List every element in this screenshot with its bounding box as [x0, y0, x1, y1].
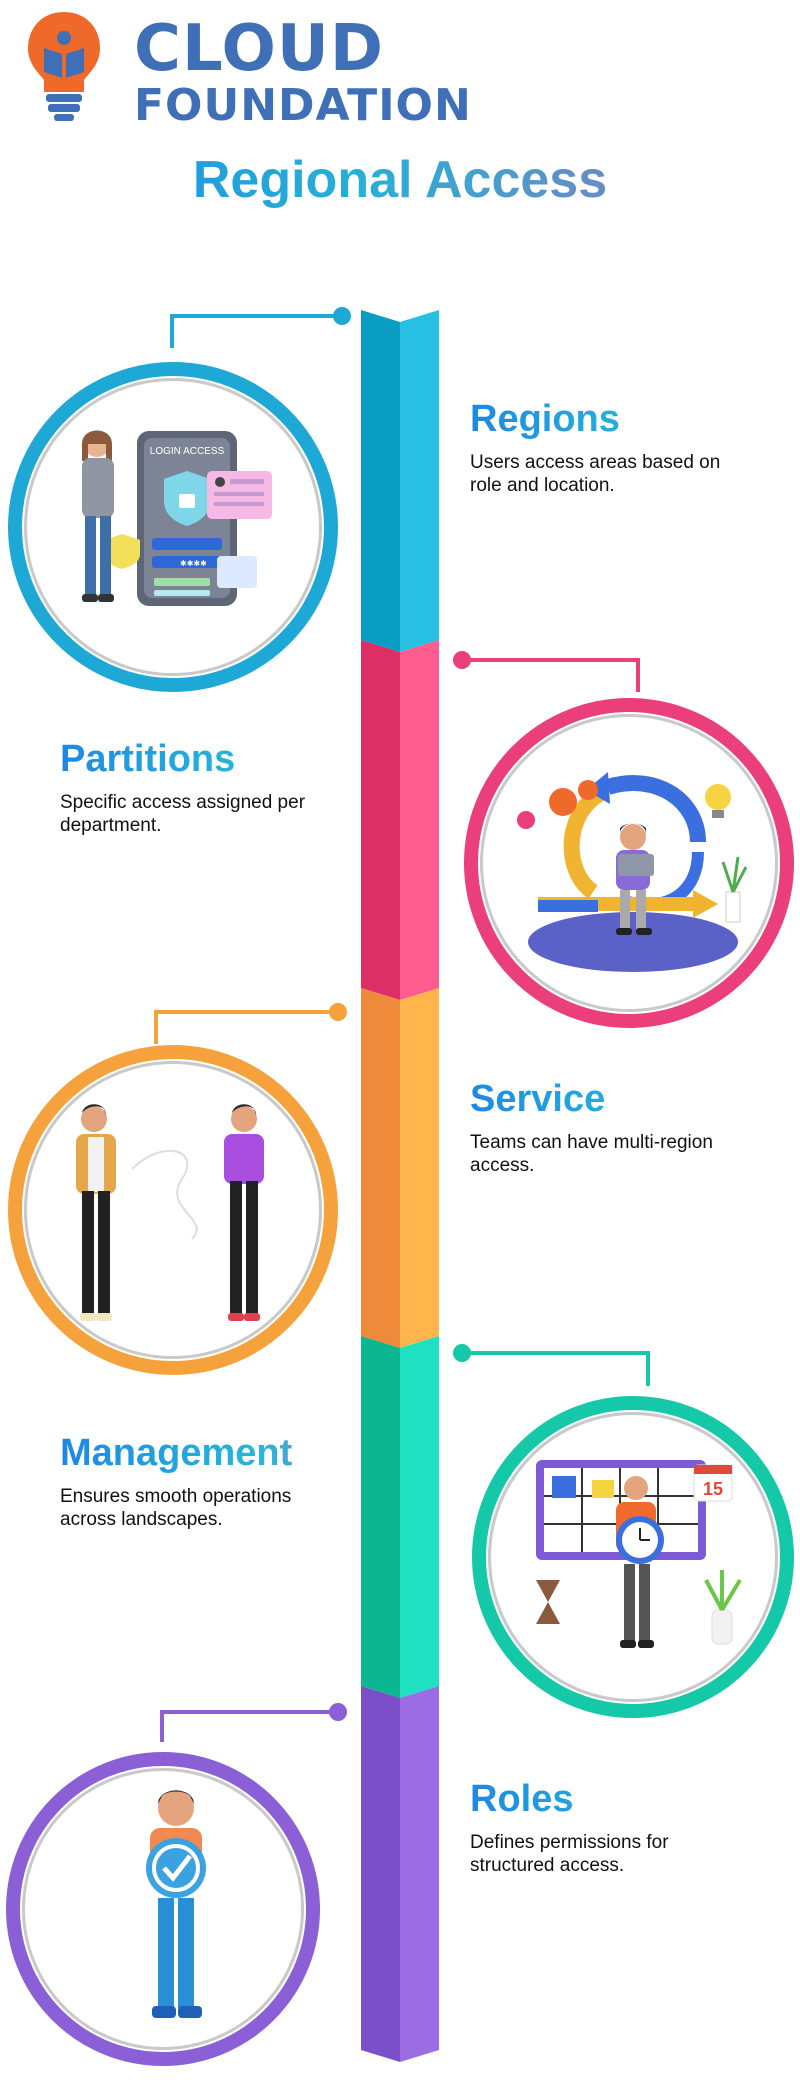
regions-description: Users access areas based on role and loc… — [470, 451, 770, 497]
management-description-line2: across landscapes. — [60, 1509, 223, 1530]
service-image-circle — [8, 1045, 338, 1375]
service-description-line2: access. — [470, 1155, 535, 1176]
collaboration-illustration — [76, 1104, 264, 1321]
login-card-label: LOGIN ACCESS — [150, 446, 225, 457]
lightbulb-book-icon — [28, 12, 100, 121]
partitions-image-circle — [464, 698, 794, 1028]
regions-heading: Regions — [470, 398, 770, 441]
logo: CLOUD FOUNDATION — [24, 8, 471, 131]
management-description: Ensures smooth operations across landsca… — [60, 1485, 390, 1531]
schedule-clock-illustration: 15 — [536, 1460, 742, 1648]
management-block: Management Ensures smooth operations acr… — [60, 1432, 390, 1531]
calendar-number: 15 — [703, 1479, 723, 1499]
service-description-line1: Teams can have multi-region — [470, 1132, 713, 1153]
password-mask: ✱✱✱✱ — [180, 559, 207, 568]
roles-description-line1: Defines permissions for — [470, 1832, 669, 1853]
roles-description: Defines permissions for structured acces… — [470, 1831, 770, 1877]
roles-heading: Roles — [470, 1778, 770, 1821]
timeline-pillar — [361, 310, 439, 2062]
logo-line2: FOUNDATION — [134, 80, 472, 131]
regions-description-line1: Users access areas based on — [470, 452, 721, 473]
service-block: Service Teams can have multi-region acce… — [470, 1078, 770, 1177]
regions-image-circle: LOGIN ACCESS ✱✱✱✱ — [8, 362, 338, 692]
partitions-description-line1: Specific access assigned per — [60, 792, 306, 813]
roles-image-circle — [6, 1752, 320, 2066]
management-description-line1: Ensures smooth operations — [60, 1486, 292, 1507]
roles-description-line2: structured access. — [470, 1855, 625, 1876]
partitions-heading: Partitions — [60, 738, 360, 781]
logo-line1: CLOUD — [134, 12, 384, 86]
login-access-illustration: LOGIN ACCESS ✱✱✱✱ — [82, 430, 272, 606]
partitions-description: Specific access assigned per department. — [60, 791, 360, 837]
service-description: Teams can have multi-region access. — [470, 1131, 770, 1177]
service-heading: Service — [470, 1078, 770, 1121]
management-heading: Management — [60, 1432, 390, 1475]
management-image-circle: 15 — [472, 1396, 794, 1718]
regions-description-line2: role and location. — [470, 475, 615, 496]
workflow-cycle-illustration — [517, 772, 748, 972]
roles-block: Roles Defines permissions for structured… — [470, 1778, 770, 1877]
partitions-description-line2: department. — [60, 815, 162, 836]
approved-role-illustration — [146, 1790, 206, 2018]
partitions-block: Partitions Specific access assigned per … — [60, 738, 360, 837]
page-title: Regional Access — [0, 150, 800, 210]
regions-block: Regions Users access areas based on role… — [470, 398, 770, 497]
